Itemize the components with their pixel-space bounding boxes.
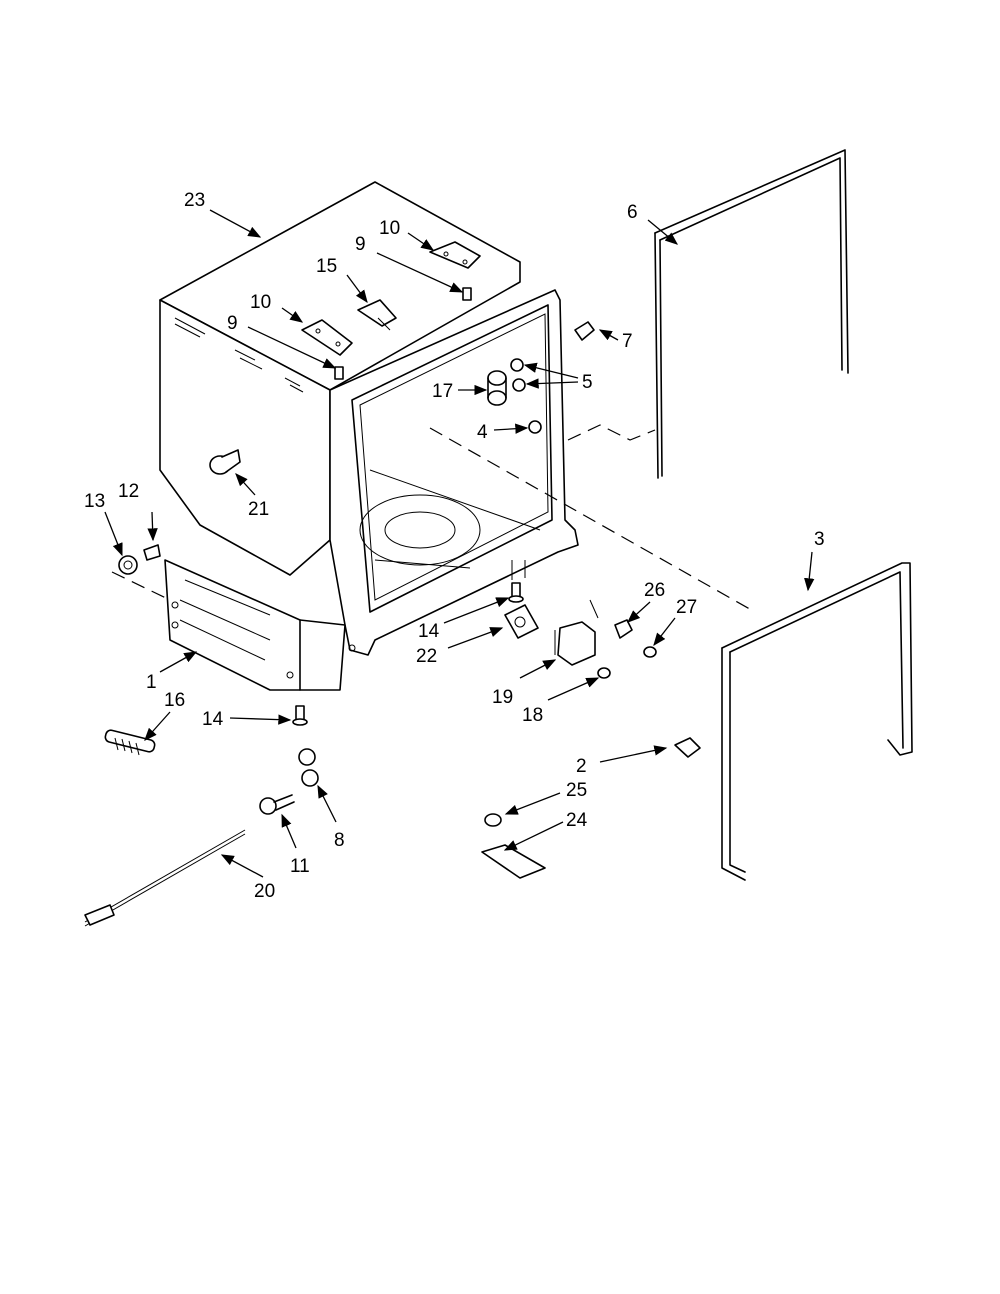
part-9-screw-upper	[462, 287, 472, 301]
part-18-screw	[597, 667, 611, 679]
callout-1: 1	[146, 672, 157, 693]
callout-10-lower: 10	[250, 292, 271, 313]
part-19-bracket	[554, 599, 599, 666]
callout-8: 8	[334, 830, 345, 851]
callout-10-upper: 10	[379, 218, 400, 239]
callout-9-lower: 9	[227, 313, 238, 334]
part-2-bracket	[674, 737, 701, 758]
part-20-cable	[84, 829, 246, 927]
callout-labels: 23 6 10 9 15 10 9 7 5 17 4 21 12 13 3 26…	[84, 190, 825, 902]
part-3-gasket	[721, 562, 913, 881]
part-12-stud	[143, 544, 161, 561]
part-21-plug	[209, 449, 241, 475]
callout-26: 26	[644, 580, 665, 601]
part-27-screw	[643, 646, 657, 658]
part-10-bracket-upper	[429, 241, 481, 269]
callout-18: 18	[522, 705, 543, 726]
callout-15: 15	[316, 256, 337, 277]
callout-3: 3	[814, 529, 825, 550]
part-16-spring	[104, 729, 156, 756]
callout-4: 4	[477, 422, 488, 443]
callout-14-lower: 14	[202, 709, 224, 730]
part-11-bolt	[259, 794, 295, 815]
part-8-nuts	[298, 748, 319, 787]
part-14-leg-upper	[508, 582, 524, 603]
callout-17: 17	[432, 381, 453, 402]
part-15-bracket	[357, 299, 397, 331]
callout-24: 24	[566, 810, 588, 831]
part-22-clip	[504, 604, 539, 639]
callout-25: 25	[566, 780, 587, 801]
part-25-clip	[484, 813, 502, 827]
part-4-plug	[528, 420, 542, 434]
centerline-gasket	[567, 424, 656, 441]
callout-11: 11	[290, 856, 310, 877]
callout-7: 7	[622, 331, 633, 352]
leader-lines	[104, 209, 815, 878]
part-26-connector	[614, 619, 633, 639]
callout-2: 2	[576, 756, 587, 777]
callout-13: 13	[84, 491, 105, 512]
callout-22: 22	[416, 646, 437, 667]
part-6-gasket	[654, 149, 849, 479]
part-24-bracket	[481, 844, 546, 879]
callout-19: 19	[492, 687, 513, 708]
part-13-nut	[118, 555, 138, 575]
centerline-left	[111, 571, 171, 601]
callout-14-upper: 14	[418, 621, 440, 642]
part-17-fitting	[487, 370, 507, 406]
callout-23: 23	[184, 190, 205, 211]
callout-5: 5	[582, 372, 593, 393]
callout-9-upper: 9	[355, 234, 366, 255]
centerline-right	[429, 427, 756, 613]
part-9-screw-lower	[334, 366, 344, 380]
part-5-washers	[510, 358, 526, 392]
callout-27: 27	[676, 597, 697, 618]
part-7-bumper	[574, 321, 595, 341]
callout-6: 6	[627, 202, 638, 223]
callout-20: 20	[254, 881, 275, 902]
part-14-leg-lower	[292, 705, 308, 726]
callout-16: 16	[164, 690, 185, 711]
callout-12: 12	[118, 481, 139, 502]
part-10-bracket-lower	[301, 319, 353, 356]
callout-21: 21	[248, 499, 269, 520]
